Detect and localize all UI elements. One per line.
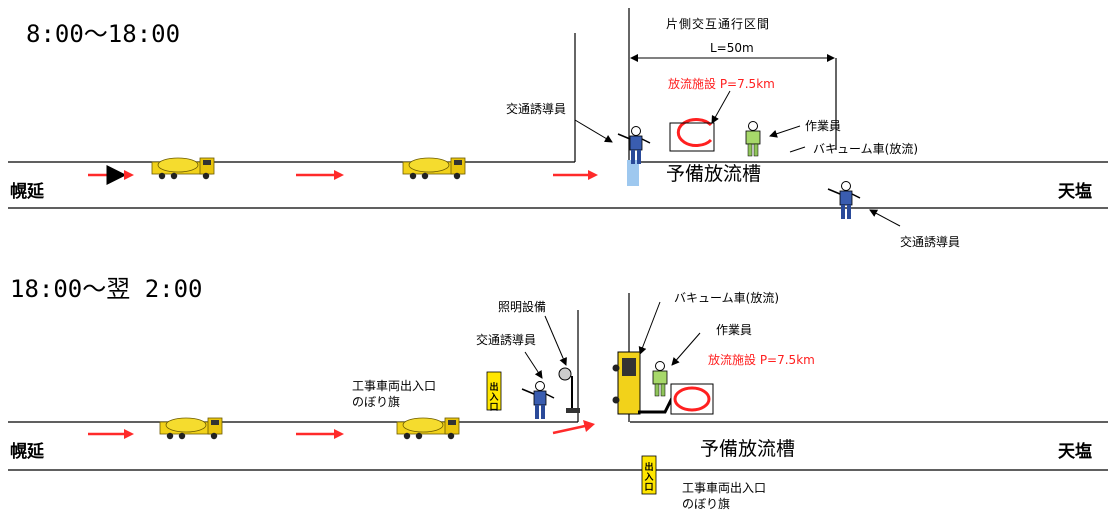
lighting-lamp [558, 367, 572, 381]
traffic-guard-top-east [827, 180, 861, 220]
flag-text-north: 出入口 [489, 383, 499, 413]
discharge-facility-top [676, 118, 713, 147]
traffic-arrow-4-head [124, 429, 134, 439]
lighting-label: 照明設備 [498, 300, 547, 314]
top-tank-label: 予備放流槽 [666, 163, 762, 185]
bottom-panel [8, 293, 1108, 495]
lighting-base [566, 408, 580, 413]
mixer-truck-1 [151, 157, 215, 180]
flag-text-south: 出入口 [644, 463, 654, 493]
traffic-guard-top-west [617, 125, 651, 165]
bottom-discharge-label: 放流施設 P=7.5km [708, 353, 815, 367]
bottom-guard-label: 交通誘導員 [476, 333, 537, 347]
top-vacuum-label: バキューム車(放流) [813, 142, 919, 156]
entrance-flag-label-north: 工事車両出入口 のぼり旗 [352, 379, 437, 410]
traffic-arrow-2-head [334, 170, 344, 180]
traffic-arrow-5-head [334, 429, 344, 439]
top-guard-label-a: 交通誘導員 [506, 102, 567, 116]
mixer-truck-2 [402, 157, 466, 180]
vacuum-hose [638, 397, 674, 414]
top-worker-label: 作業員 [805, 119, 842, 133]
bottom-east-place: 天塩 [1058, 442, 1092, 462]
top-panel [8, 8, 1108, 227]
section-title: 片側交互通行区間 [666, 17, 771, 31]
worker-top [745, 121, 761, 157]
section-length: L=50m [710, 41, 754, 55]
bottom-time-range: 18:00～翌 2:00 [10, 275, 203, 303]
barricade-top [627, 160, 639, 186]
bottom-vacuum-label: バキューム車(放流) [674, 291, 780, 305]
traffic-arrow-6-head [583, 420, 595, 432]
discharge-box-top [669, 122, 715, 152]
traffic-guard-bottom [521, 380, 555, 420]
entrance-flag-label-south: 工事車両出入口 のぼり旗 [682, 481, 767, 512]
top-time-range: 8:00～18:00 [26, 20, 181, 48]
mixer-truck-4 [396, 417, 460, 440]
mixer-truck-3 [159, 417, 223, 440]
bottom-west-place: 幌延 [10, 442, 44, 462]
traffic-arrow-1-head [124, 170, 134, 180]
traffic-arrow-6 [552, 424, 586, 435]
bottom-worker-label: 作業員 [716, 323, 753, 337]
traffic-arrow-3-head [588, 170, 598, 180]
worker-bottom [652, 361, 668, 397]
top-guard-label-b: 交通誘導員 [900, 235, 961, 249]
top-west-place: 幌延 [10, 182, 44, 202]
top-discharge-label: 放流施設 P=7.5km [668, 77, 775, 91]
discharge-facility-bottom [673, 386, 711, 412]
bottom-tank-label: 予備放流槽 [700, 438, 796, 460]
top-east-place: 天塩 [1058, 182, 1092, 202]
